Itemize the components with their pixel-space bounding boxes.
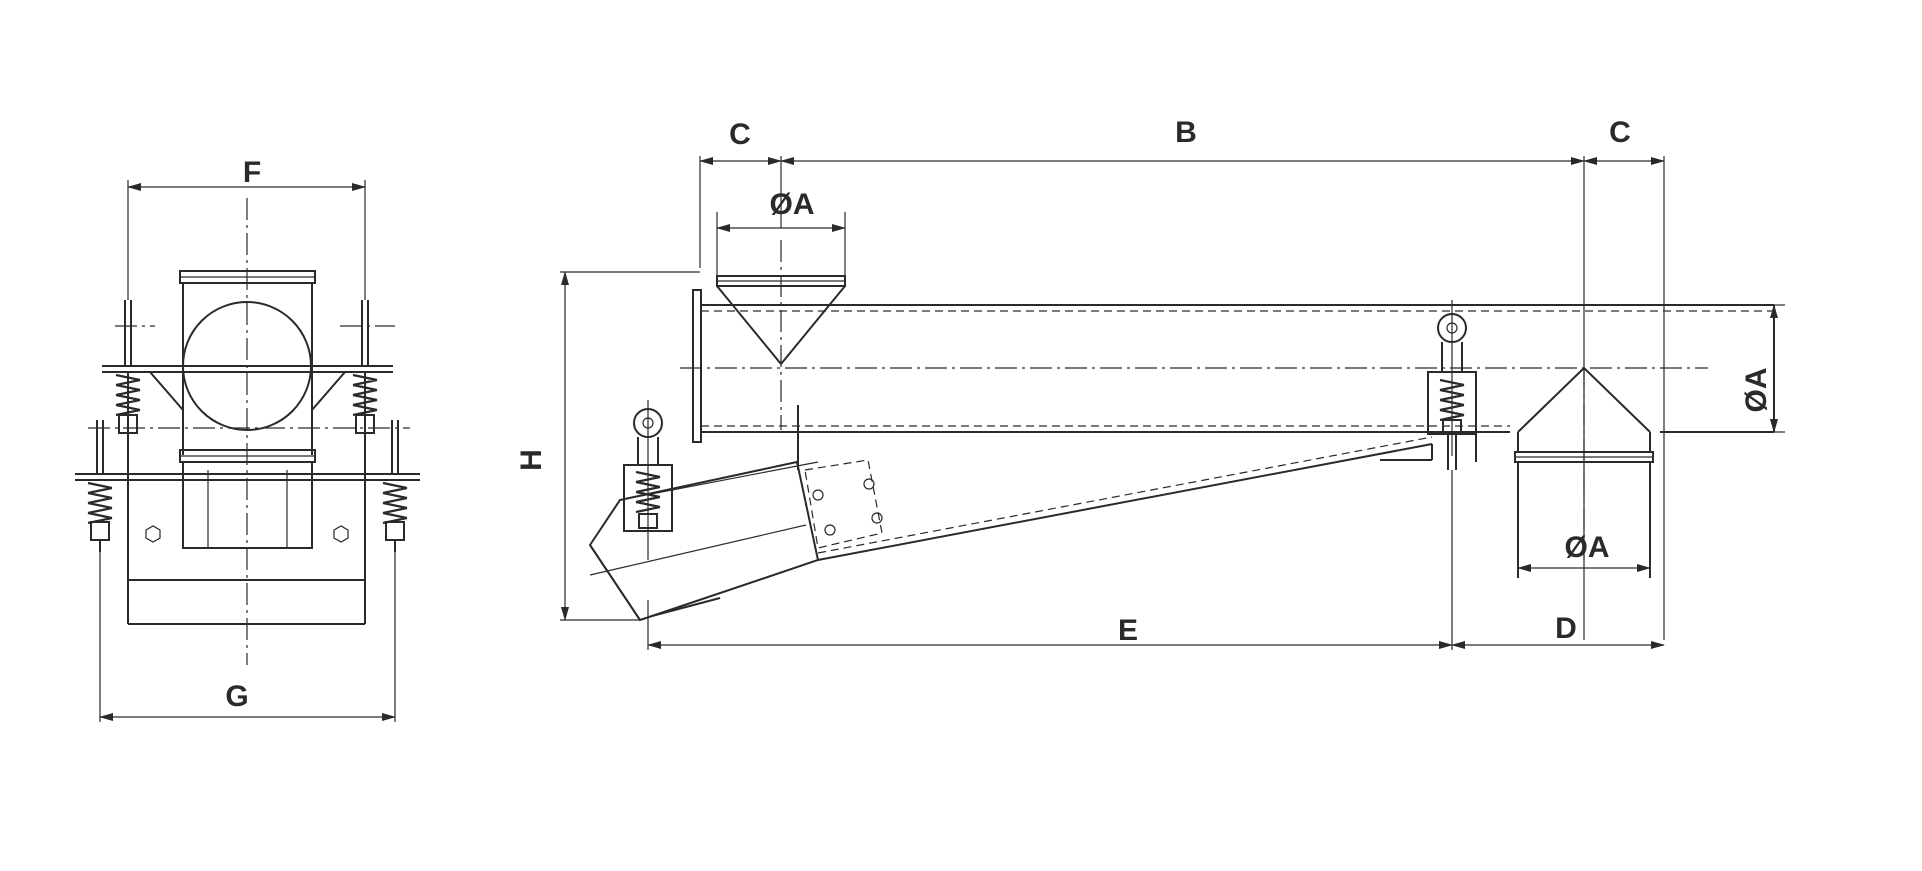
dim-label-d: D: [1555, 612, 1577, 645]
dim-label-e: E: [1118, 614, 1138, 647]
dim-label-a-inlet: ØA: [770, 188, 815, 221]
end-view: [75, 180, 420, 722]
dim-label-c-right: C: [1609, 116, 1631, 149]
dim-label-c-left: C: [729, 118, 751, 151]
dim-label-a-right: ØA: [1740, 368, 1773, 413]
dim-label-b: B: [1175, 116, 1197, 149]
dim-label-a-outlet: ØA: [1565, 531, 1610, 564]
dim-label-g: G: [225, 680, 248, 713]
side-view: [560, 156, 1785, 650]
dim-label-h: H: [515, 449, 548, 471]
dim-label-f: F: [243, 156, 261, 189]
